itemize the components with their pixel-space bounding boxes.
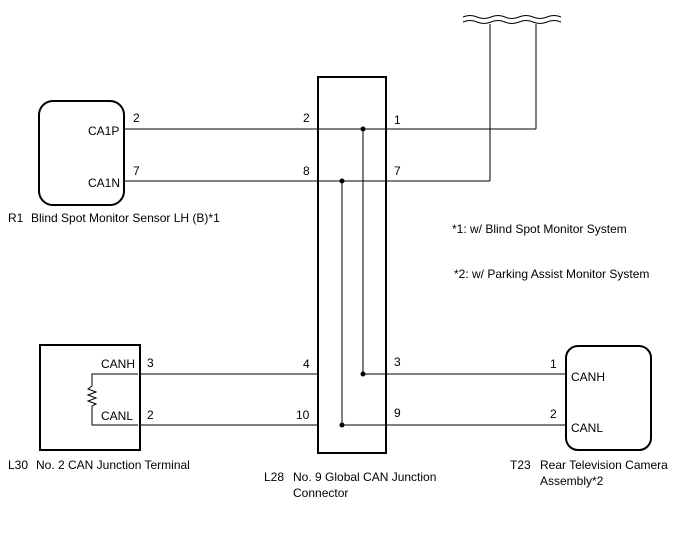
r1-connector-box	[38, 100, 125, 206]
l28-right-pin-1: 1	[394, 113, 401, 127]
l28-name-line1: No. 9 Global CAN Junction	[293, 470, 436, 484]
l30-name: No. 2 CAN Junction Terminal	[36, 458, 190, 472]
t23-pin-1: 1	[550, 357, 557, 371]
l30-signal-canh: CANH	[101, 357, 135, 371]
l28-connector-box	[317, 76, 387, 454]
t23-code: T23	[510, 458, 531, 472]
r1-signal-ca1n: CA1N	[88, 176, 120, 190]
l30-code: L30	[8, 458, 28, 472]
t23-signal-canl: CANL	[571, 421, 603, 435]
l28-left-pin-10: 10	[296, 408, 310, 422]
l28-right-pin-7: 7	[394, 164, 401, 178]
t23-name-line2: Assembly*2	[540, 474, 604, 488]
r1-signal-ca1p: CA1P	[88, 124, 119, 138]
cable-break-symbol	[462, 15, 562, 24]
t23-signal-canh: CANH	[571, 370, 605, 384]
r1-code: R1	[8, 211, 24, 225]
note-2: *2: w/ Parking Assist Monitor System	[454, 267, 649, 281]
l30-signal-canl: CANL	[101, 409, 133, 423]
terminating-resistor	[86, 373, 138, 426]
t23-name-line1: Rear Television Camera	[540, 458, 668, 472]
t23-pin-2: 2	[550, 407, 557, 421]
l30-connector-box	[39, 344, 141, 451]
r1-pin-2: 2	[133, 111, 140, 125]
l28-right-pin-3: 3	[394, 355, 401, 369]
r1-name: Blind Spot Monitor Sensor LH (B)*1	[31, 211, 220, 225]
l30-pin-3: 3	[147, 356, 154, 370]
l28-name-line2: Connector	[293, 486, 348, 500]
l28-left-pin-4: 4	[303, 357, 310, 371]
t23-connector-box	[565, 345, 652, 451]
l28-right-pin-9: 9	[394, 406, 401, 420]
l28-left-pin-8: 8	[303, 164, 310, 178]
note-1: *1: w/ Blind Spot Monitor System	[452, 222, 627, 236]
l30-pin-2: 2	[147, 408, 154, 422]
l28-left-pin-2: 2	[303, 111, 310, 125]
l28-code: L28	[264, 470, 284, 484]
r1-pin-7: 7	[133, 164, 140, 178]
